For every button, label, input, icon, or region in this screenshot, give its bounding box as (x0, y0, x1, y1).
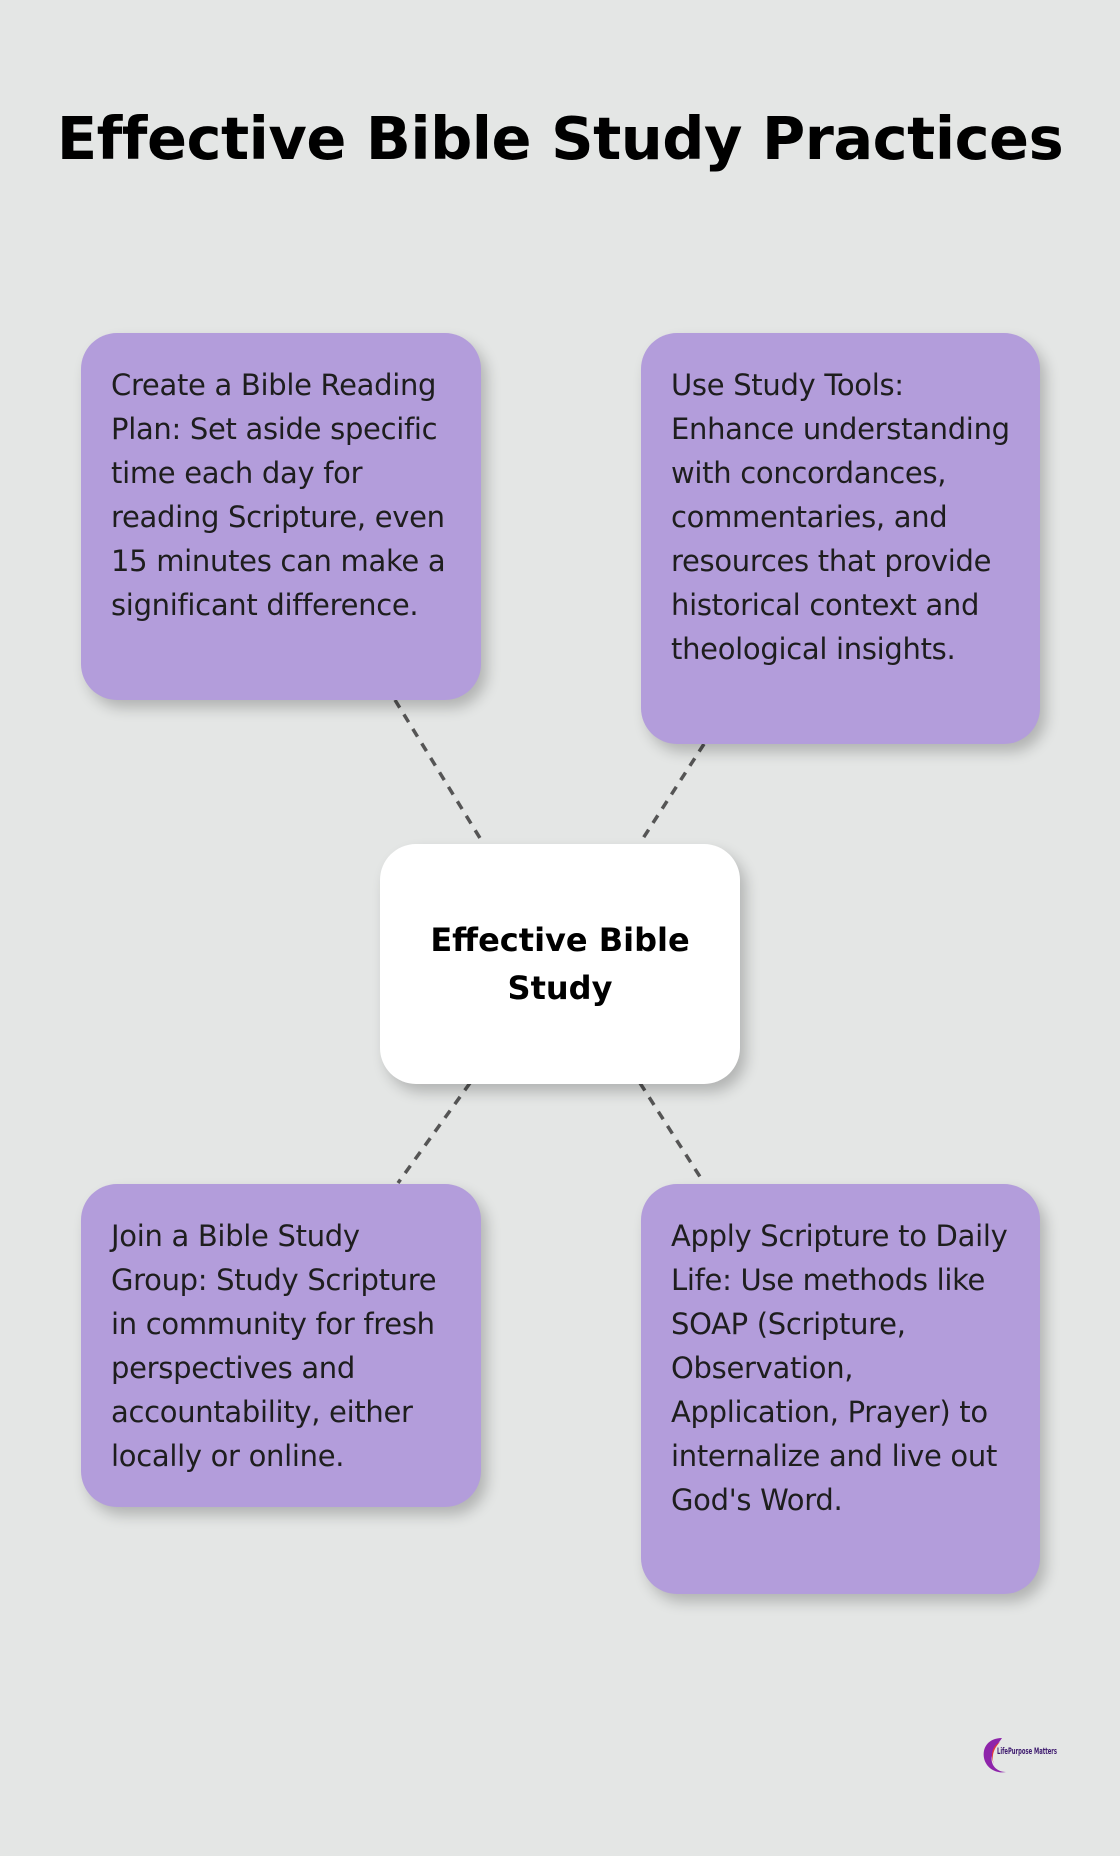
node-apply-scripture: Apply Scripture to Daily Life: Use metho… (641, 1184, 1040, 1594)
center-label: Effective Bible Study (430, 921, 690, 1007)
connector-study-group (396, 1081, 472, 1185)
node-text: Create a Bible Reading Plan: Set aside s… (111, 368, 446, 622)
node-text: Use Study Tools: Enhance understanding w… (671, 368, 1010, 666)
node-study-group: Join a Bible Study Group: Study Scriptur… (81, 1184, 481, 1507)
node-reading-plan: Create a Bible Reading Plan: Set aside s… (81, 333, 481, 700)
connector-study-tools (638, 743, 706, 844)
connector-reading-plan (393, 699, 485, 844)
logo-swirl-icon (983, 1738, 1006, 1773)
connector-apply-scripture (638, 1082, 706, 1184)
brand-logo: LifePurpose Matters (983, 1738, 1057, 1773)
node-text: Apply Scripture to Daily Life: Use metho… (671, 1219, 1008, 1517)
node-text: Join a Bible Study Group: Study Scriptur… (111, 1219, 437, 1473)
logo-text: LifePurpose Matters (997, 1747, 1057, 1757)
node-study-tools: Use Study Tools: Enhance understanding w… (641, 333, 1040, 744)
logo-swirl-accent-icon (992, 1742, 1000, 1764)
page-title: Effective Bible Study Practices (56, 104, 1064, 173)
center-node: Effective Bible Study (380, 844, 740, 1084)
